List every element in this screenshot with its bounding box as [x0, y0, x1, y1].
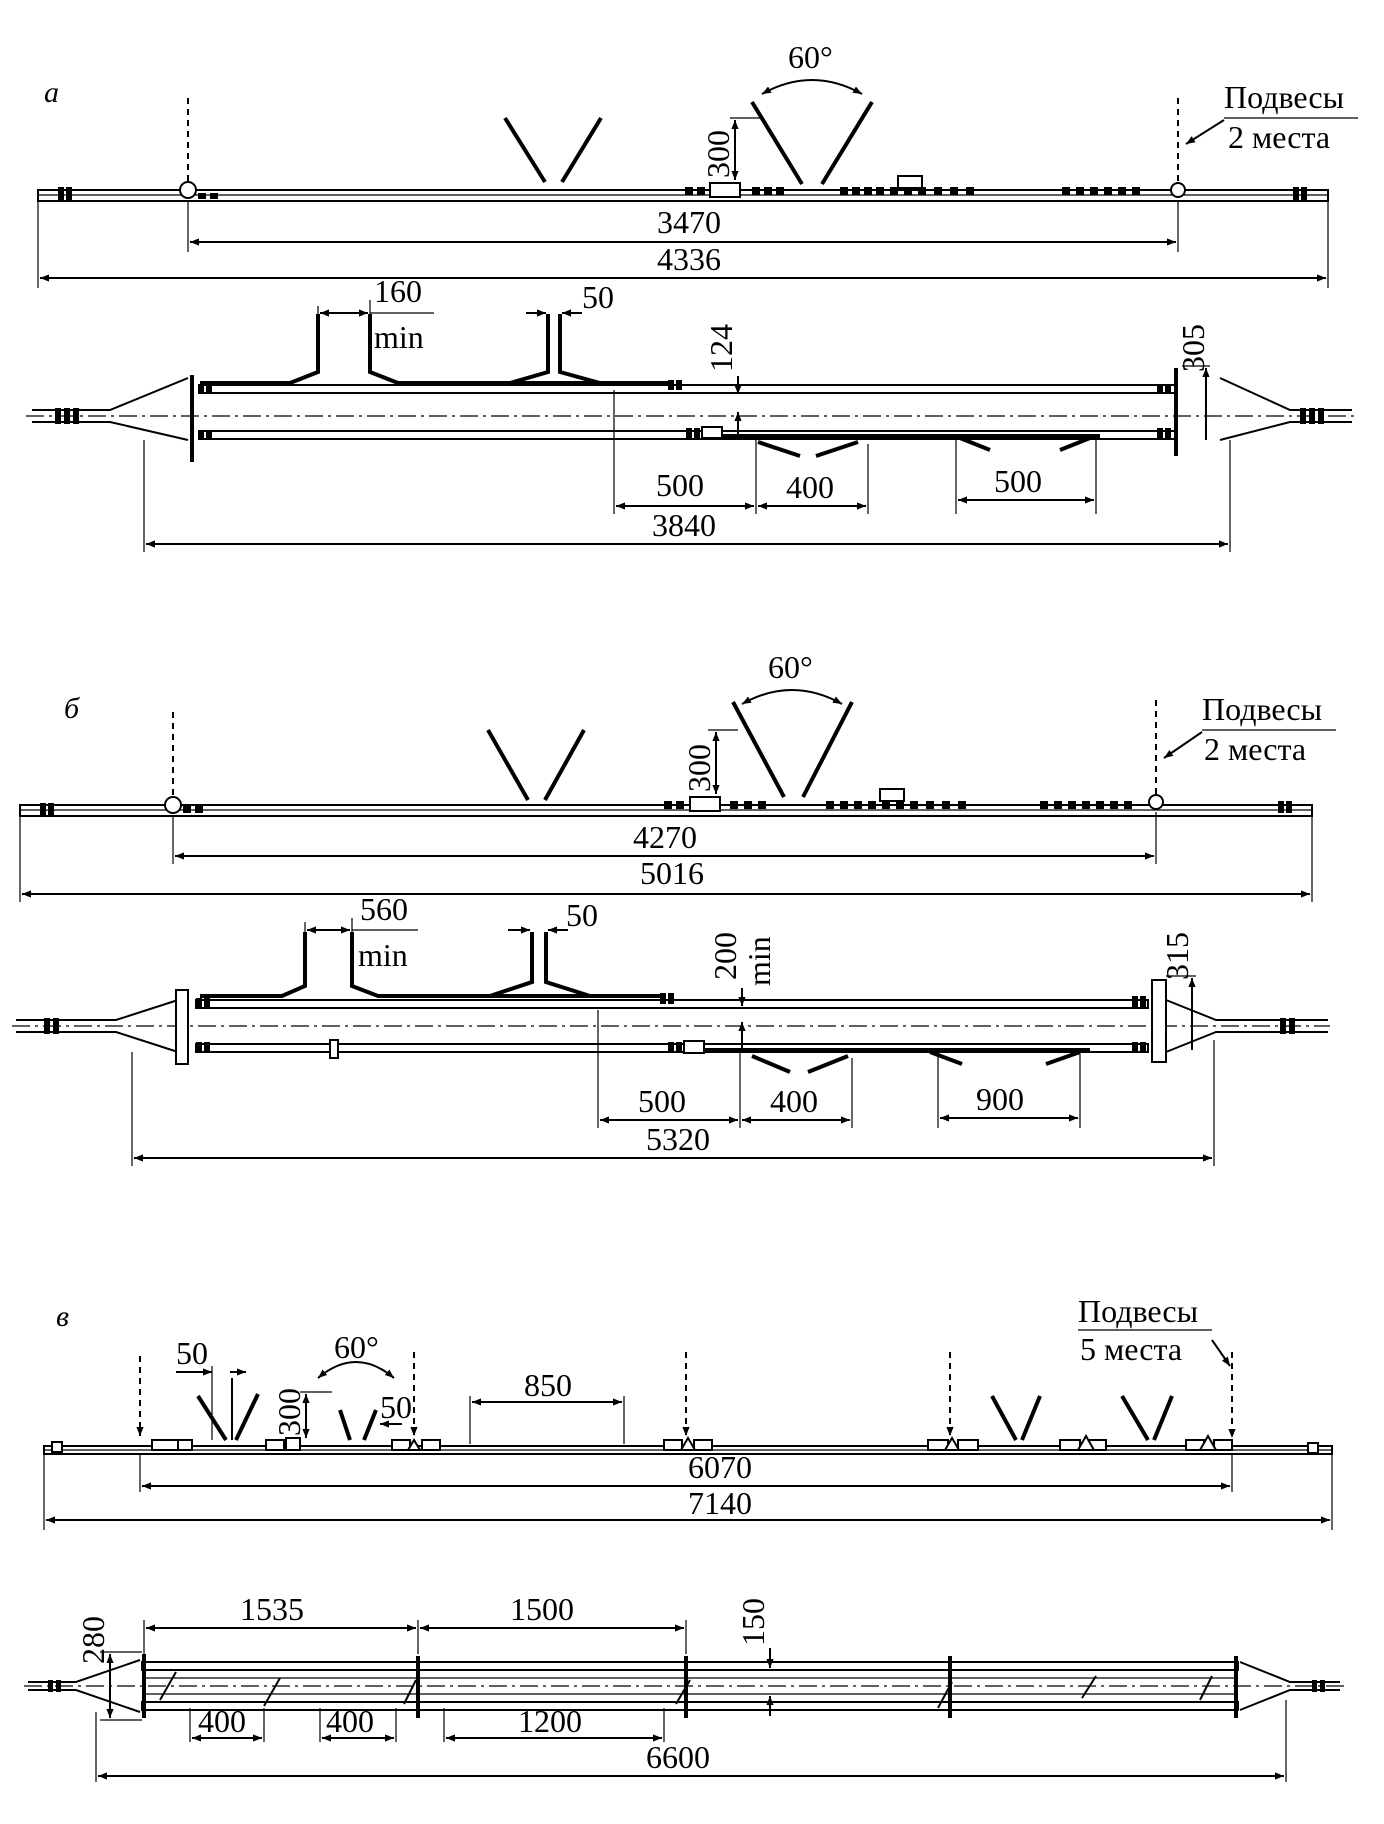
hangers-label-2: 2 места: [1228, 119, 1330, 155]
end-width-label: 280: [75, 1616, 111, 1664]
total-length: 4336: [657, 241, 721, 277]
hangers-label-1: Подвесы: [1202, 691, 1322, 727]
vertical-gap-label: 200: [707, 932, 743, 980]
gap-note: min: [358, 937, 408, 973]
panel-c-label: в: [56, 1300, 69, 1333]
plan-length: 6600: [646, 1739, 710, 1775]
seg-400: 400: [786, 469, 834, 505]
inner-length: 4270: [633, 819, 697, 855]
end-width-label: 305: [1175, 324, 1211, 372]
hanger-point: [179, 181, 197, 199]
coupler-right: [1219, 377, 1352, 441]
horn-60deg: [750, 100, 874, 186]
seg-500: 500: [638, 1083, 686, 1119]
panel-c: в: [24, 1293, 1344, 1782]
offset-label: 50: [566, 897, 598, 933]
height-label: 300: [271, 1388, 307, 1436]
seg-400-b: 400: [326, 1703, 374, 1739]
span-label: 850: [524, 1367, 572, 1403]
angle-label: 60°: [788, 39, 833, 75]
panel-a: а: [26, 39, 1358, 552]
panel-b: б 60° 300: [12, 649, 1336, 1166]
offset-label: 50: [582, 279, 614, 315]
horn-60deg: [338, 1409, 378, 1441]
height-label: 300: [681, 744, 717, 792]
seg-400: 400: [770, 1083, 818, 1119]
vertical-gap-label: 124: [703, 324, 739, 372]
insulator-blocks: [183, 788, 1132, 813]
seg-400-a: 400: [198, 1703, 246, 1739]
bar-upper: [141, 1661, 1239, 1671]
total-length: 7140: [688, 1485, 752, 1521]
coupler-left: [28, 1659, 141, 1713]
span-1500: 1500: [510, 1591, 574, 1627]
offset-label-1: 50: [176, 1335, 208, 1371]
gap-label: 160: [374, 273, 422, 309]
angle-label: 60°: [768, 649, 813, 685]
seg-500-right: 500: [994, 463, 1042, 499]
gap-note: min: [374, 319, 424, 355]
seg-1200: 1200: [518, 1703, 582, 1739]
hangers-label-2: 5 места: [1080, 1331, 1182, 1367]
panel-c-plan-view: 1535 1500 280 150 400 400 1200: [24, 1591, 1344, 1782]
hanger-point: [1148, 794, 1164, 810]
span-1535: 1535: [240, 1591, 304, 1627]
panel-b-side-view: 60° 300 4270 5016 Подвесы 2 места: [19, 649, 1336, 902]
vertical-gap-label: 150: [735, 1598, 771, 1646]
vertical-gap-note: min: [741, 936, 777, 986]
gap-label: 560: [360, 891, 408, 927]
inner-length: 3470: [657, 204, 721, 240]
bar-upper: [199, 384, 1176, 394]
total-length: 5016: [640, 855, 704, 891]
hangers-label-1: Подвесы: [1078, 1293, 1198, 1329]
end-width-label: 315: [1159, 932, 1195, 980]
hangers-label-1: Подвесы: [1224, 79, 1344, 115]
collector-rail-upper: [200, 314, 670, 385]
insulator-blocks: [198, 175, 1140, 199]
height-label: 300: [700, 130, 736, 178]
plan-length: 3840: [652, 507, 716, 543]
seg-900: 900: [976, 1081, 1024, 1117]
insulator-blocks: [151, 1433, 1233, 1451]
hangers-label-2: 2 места: [1204, 731, 1306, 767]
bar-lower: [141, 1701, 1239, 1711]
hanger-point: [164, 796, 182, 814]
inner-length: 6070: [688, 1449, 752, 1485]
panel-c-side-view: 50 60° 300 50 850 6070 7140 Подвесы 5 ме…: [43, 1293, 1333, 1530]
v-collector: [503, 116, 603, 184]
v-collector: [196, 1393, 260, 1442]
panel-b-plan-view: 560 min 50 200 min 315 500 400 900: [12, 891, 1330, 1166]
panel-a-label: а: [44, 76, 59, 109]
panel-b-label: б: [64, 692, 80, 725]
angle-label: 60°: [334, 1329, 379, 1365]
v-collector: [486, 729, 586, 801]
seg-500-left: 500: [656, 467, 704, 503]
hanger-point: [1170, 182, 1186, 198]
plan-length: 5320: [646, 1121, 710, 1157]
collector-rail-upper: [200, 932, 660, 998]
horn-60deg: [731, 701, 854, 798]
offset-label-2: 50: [380, 1389, 412, 1425]
panel-a-plan-view: 160 min 50 124 305 500 400 500: [26, 273, 1354, 552]
panel-a-side-view: 60° 300 3470 4336 Подвесы 2 места: [37, 39, 1358, 288]
